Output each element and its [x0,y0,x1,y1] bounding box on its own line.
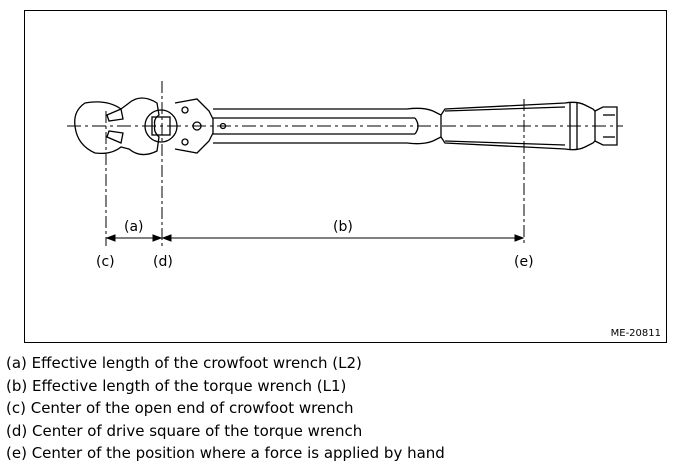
legend-item-c: (c) Center of the open end of crowfoot w… [6,399,354,418]
label-c: (c) [96,254,115,270]
legend-item-e: (e) Center of the position where a force… [6,444,445,463]
legend-item-b: (b) Effective length of the torque wrenc… [6,376,347,395]
legend-list: (a) Effective length of the crowfoot wre… [6,352,671,465]
wrench-illustration [67,81,623,246]
ratchet-head [174,98,227,154]
figure-code: ME-20811 [610,328,661,339]
handle-grip [440,101,618,151]
legend-item-d: (d) Center of drive square of the torque… [6,421,363,440]
dimension-line-a [105,234,163,242]
crowfoot-wrench [74,97,178,156]
label-b: (b) [333,219,353,235]
label-d: (d) [153,254,173,270]
label-a: (a) [124,219,144,235]
dimension-line-b [161,234,525,242]
legend-item-a: (a) Effective length of the crowfoot wre… [6,354,362,372]
diagram-frame: (a) (b) (c) (d) (e) ME-20811 [24,10,667,343]
label-e: (e) [514,254,534,270]
wrench-shaft [213,107,442,145]
